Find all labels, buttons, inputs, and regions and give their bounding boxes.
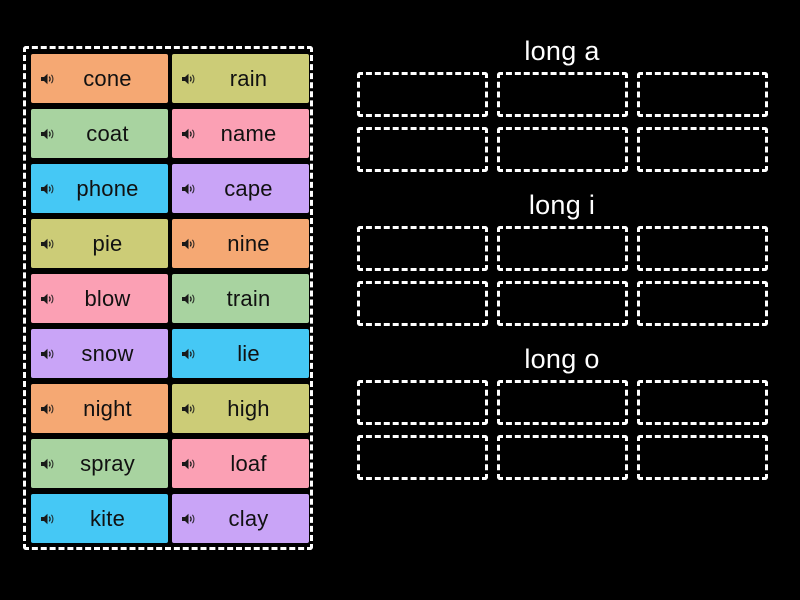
category-title: long i (528, 190, 596, 220)
speaker-icon[interactable] (40, 347, 55, 361)
word-tile[interactable]: clay (172, 494, 309, 543)
dropzone-slot[interactable] (496, 435, 628, 480)
word-tile-label: coat (86, 120, 129, 146)
word-tile[interactable]: coat (31, 109, 168, 158)
word-tile[interactable]: high (172, 384, 309, 433)
word-tile-label: loaf (230, 450, 267, 476)
category-title: long a (524, 36, 600, 66)
dropzone-slot[interactable] (496, 226, 628, 271)
word-tile[interactable]: night (31, 384, 168, 433)
word-tile-label: phone (76, 175, 139, 201)
word-tile[interactable]: loaf (172, 439, 309, 488)
word-tile-tray: cone rain coat name phone cape pie nine blow trai… (23, 46, 313, 550)
category-long-o: long o (352, 338, 772, 480)
word-tile-label: cone (83, 65, 132, 91)
speaker-icon[interactable] (181, 457, 196, 471)
word-tile-label: high (227, 395, 270, 421)
word-tile-label: spray (80, 450, 135, 476)
speaker-icon[interactable] (181, 512, 196, 526)
word-tile-label: nine (227, 230, 270, 256)
category-list: long a long i long o (352, 30, 772, 492)
word-tile[interactable]: pie (31, 219, 168, 268)
word-tile-label: pie (92, 230, 123, 256)
speaker-icon[interactable] (40, 127, 55, 141)
dropzone-slot[interactable] (356, 380, 488, 425)
speaker-icon[interactable] (40, 512, 55, 526)
dropzone-slot[interactable] (496, 281, 628, 326)
word-tile-label: snow (81, 340, 134, 366)
word-tile[interactable]: kite (31, 494, 168, 543)
word-tile-label: rain (229, 65, 268, 91)
word-tile[interactable]: cone (31, 54, 168, 103)
speaker-icon[interactable] (40, 402, 55, 416)
word-tile[interactable]: blow (31, 274, 168, 323)
dropzone-grid (356, 380, 768, 480)
word-tile-label: train (226, 285, 271, 311)
category-long-i: long i (352, 184, 772, 326)
word-tile[interactable]: spray (31, 439, 168, 488)
word-tile[interactable]: name (172, 109, 309, 158)
word-tile[interactable]: train (172, 274, 309, 323)
word-tile-label: kite (89, 505, 126, 531)
dropzone-slot[interactable] (356, 72, 488, 117)
dropzone-slot[interactable] (356, 435, 488, 480)
speaker-icon[interactable] (40, 72, 55, 86)
dropzone-slot[interactable] (496, 127, 628, 172)
dropzone-slot[interactable] (636, 435, 768, 480)
speaker-icon[interactable] (181, 72, 196, 86)
speaker-icon[interactable] (40, 237, 55, 251)
dropzone-slot[interactable] (636, 127, 768, 172)
word-tile-label: cape (224, 175, 273, 201)
category-long-a: long a (352, 30, 772, 172)
speaker-icon[interactable] (181, 292, 196, 306)
dropzone-slot[interactable] (356, 226, 488, 271)
dropzone-slot[interactable] (636, 226, 768, 271)
word-tile[interactable]: nine (172, 219, 309, 268)
speaker-icon[interactable] (40, 182, 55, 196)
word-tile-label: blow (84, 285, 131, 311)
word-tile[interactable]: cape (172, 164, 309, 213)
speaker-icon[interactable] (181, 402, 196, 416)
speaker-icon[interactable] (181, 182, 196, 196)
dropzone-slot[interactable] (496, 72, 628, 117)
dropzone-slot[interactable] (636, 72, 768, 117)
word-tile-label: name (220, 120, 277, 146)
dropzone-slot[interactable] (636, 380, 768, 425)
dropzone-slot[interactable] (636, 281, 768, 326)
speaker-icon[interactable] (181, 347, 196, 361)
speaker-icon[interactable] (181, 237, 196, 251)
word-tile-label: lie (237, 340, 260, 366)
dropzone-slot[interactable] (356, 281, 488, 326)
word-tile[interactable]: lie (172, 329, 309, 378)
word-tile-grid: cone rain coat name phone cape pie nine blow trai… (31, 54, 309, 543)
dropzone-grid (356, 226, 768, 326)
speaker-icon[interactable] (40, 457, 55, 471)
speaker-icon[interactable] (40, 292, 55, 306)
word-tile-label: clay (228, 505, 269, 531)
speaker-icon[interactable] (181, 127, 196, 141)
category-title: long o (524, 344, 600, 374)
word-tile[interactable]: phone (31, 164, 168, 213)
dropzone-slot[interactable] (496, 380, 628, 425)
word-tile-label: night (83, 395, 132, 421)
dropzone-grid (356, 72, 768, 172)
word-tile[interactable]: snow (31, 329, 168, 378)
dropzone-slot[interactable] (356, 127, 488, 172)
word-tile[interactable]: rain (172, 54, 309, 103)
